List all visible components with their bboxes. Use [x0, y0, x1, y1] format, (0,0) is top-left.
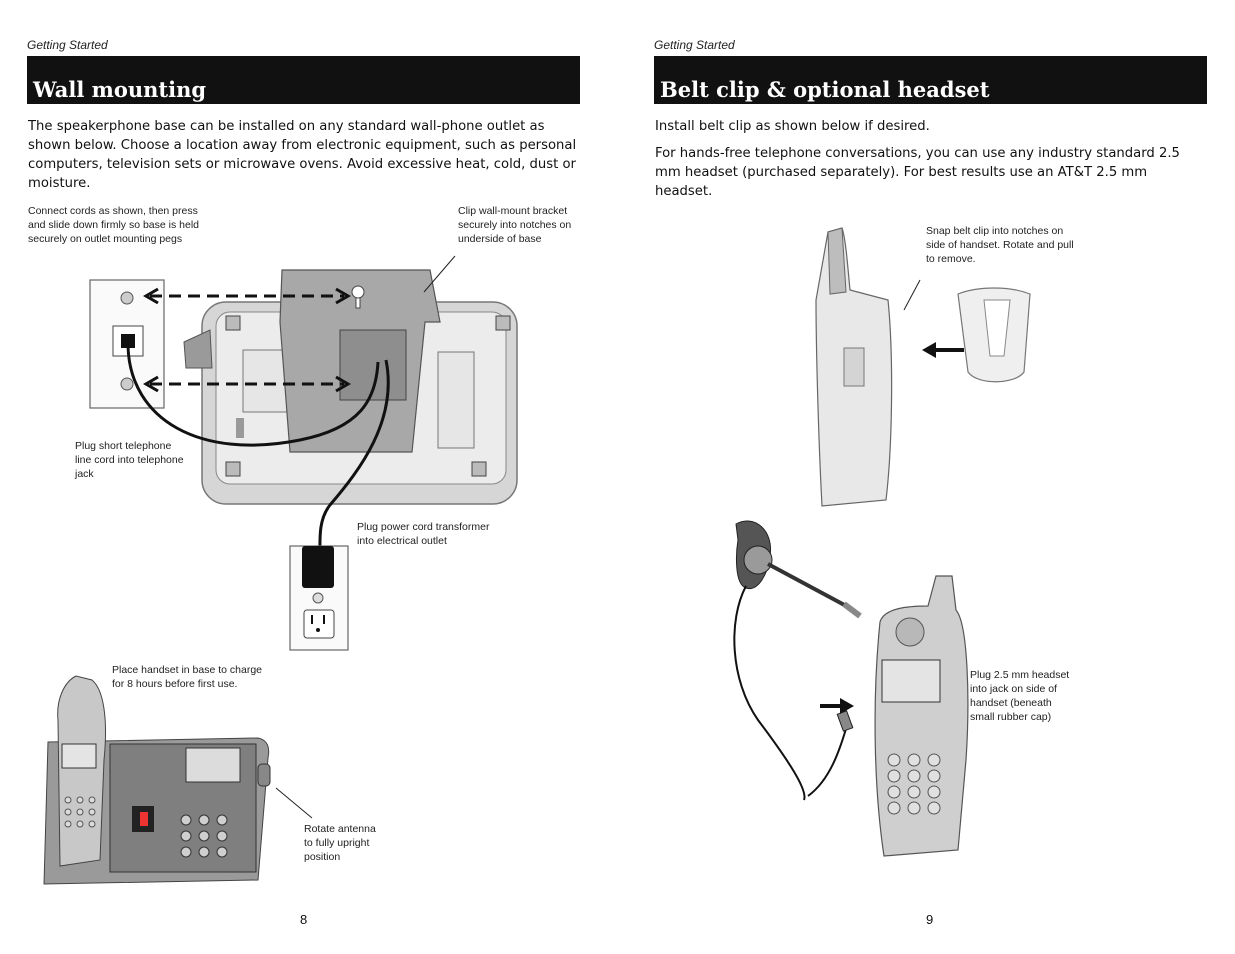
body-text: Install belt clip as shown below if desi… [655, 117, 1195, 209]
page-number: 8 [300, 912, 308, 927]
body-text: The speakerphone base can be installed o… [28, 117, 578, 201]
page-title: Belt clip & optional headset [660, 77, 990, 102]
right-page: Getting Started Belt clip & optional hea… [618, 0, 1235, 954]
title-bar: Belt clip & optional headset [654, 56, 1207, 104]
page-number: 9 [926, 912, 934, 927]
body-paragraph-2: For hands-free telephone conversations, … [655, 146, 1180, 199]
wall-mount-illustration [43, 255, 518, 885]
callout-rotate-antenna: Rotate antenna to fully upright position [304, 823, 376, 863]
callout-plug-power: Plug power cord transformer into electri… [357, 521, 490, 547]
section-tag: Getting Started [654, 38, 735, 52]
belt-clip-illustration [733, 227, 1031, 857]
callout-connect-cords: Connect cords as shown, then press and s… [28, 205, 200, 245]
title-bar: Wall mounting [27, 56, 580, 104]
callout-snap-clip: Snap belt clip into notches on side of h… [926, 225, 1074, 265]
body-paragraph-1: Install belt clip as shown below if desi… [655, 119, 930, 134]
callout-clip-bracket: Clip wall-mount bracket securely into no… [458, 205, 572, 245]
callout-place-handset: Place handset in base to charge for 8 ho… [112, 664, 263, 690]
callout-plug-short-cord: Plug short telephone line cord into tele… [75, 440, 184, 480]
callout-plug-headset: Plug 2.5 mm headset into jack on side of… [970, 669, 1070, 723]
body-paragraph: The speakerphone base can be installed o… [28, 119, 577, 191]
left-page: Getting Started Wall mounting The speake… [0, 0, 617, 954]
page-title: Wall mounting [33, 77, 207, 102]
section-tag: Getting Started [27, 38, 108, 52]
